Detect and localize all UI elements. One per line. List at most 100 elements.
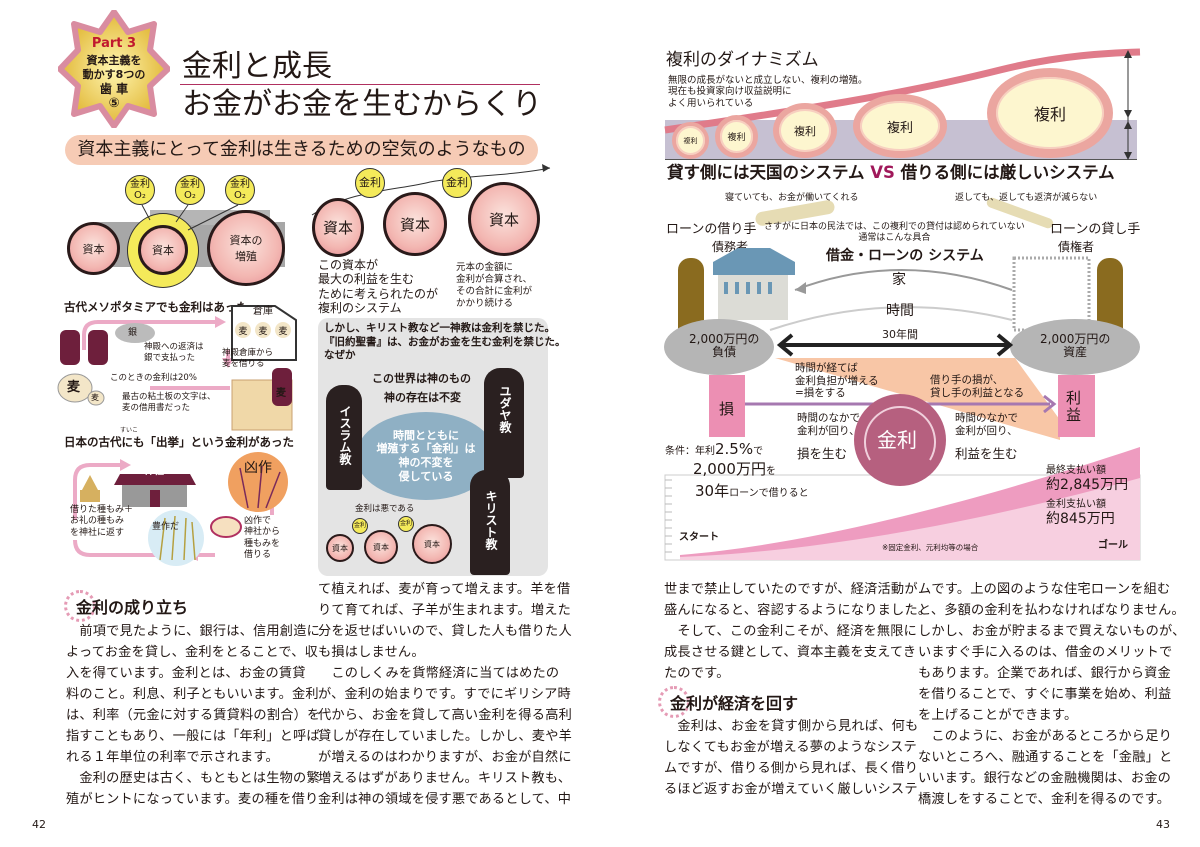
body-text-line: 貸しが存在していました。しかし、麦や羊 xyxy=(318,729,572,744)
body-text-line: 代から、お金を貸して高い金利を得る高利 xyxy=(318,708,572,723)
transfer-caption: 借り手の損が、 貸し手の利益となる xyxy=(930,374,1025,399)
condition-text: 条件：年利2.5%で 2,000万円を xyxy=(665,440,776,479)
page-number: 43 xyxy=(1156,818,1170,831)
dynamism-title: 複利のダイナミズム xyxy=(666,50,819,70)
body-text-line: いますぐ手に入るのは、借金のメリットで xyxy=(918,645,1173,660)
islam-label: イスラム教 xyxy=(338,405,352,465)
arrows-icon xyxy=(141,164,551,231)
page-title-line2: お金がお金を生むからくり xyxy=(182,87,542,122)
islam-silhouette xyxy=(326,385,362,490)
body-column: 世まで禁止していたのですが、経済活動が盛んになると、容認するようになりました。 … xyxy=(664,579,931,684)
asset-label: 2,000万円の 資産 xyxy=(1040,332,1111,360)
years-label: 30年間 xyxy=(882,328,918,341)
body-text-line: ないところへ、融通することを「金融」と xyxy=(918,750,1173,765)
condition-prefix: 条件：年利 xyxy=(665,446,715,457)
mesopotamia-heading: 古代メソポタミアでも金利はあった xyxy=(64,300,248,314)
section-heading: 金利の成り立ち xyxy=(63,590,188,622)
creditor-label: 債権者 xyxy=(1058,240,1095,254)
badge-part: Part 3 xyxy=(91,36,137,51)
repay-label: 神殿への返済は 銀で支払った xyxy=(144,342,204,363)
note-label: ※固定金利、元利均等の場合 xyxy=(882,543,979,552)
right-cycle-caption: 時間のなかで 金利が回り、 xyxy=(955,412,1018,437)
body-column: 金利は、お金を貸す側から見れば、何もしなくてもお金が増える夢のようなシステムです… xyxy=(664,716,918,800)
body-text-line: 前項で見たように、銀行は、信用創造に xyxy=(66,624,320,639)
japan-heading: 日本の古代にも「出挙」という金利があった xyxy=(64,435,294,449)
body-text-line: 指すこともあり、一般には「年利」と呼ば xyxy=(66,729,320,744)
capital-circle: 資本 xyxy=(364,530,398,564)
body-text-line: いいます。銀行などの金融機関は、お金の xyxy=(918,771,1172,786)
kinri-cycle-circle xyxy=(854,394,946,486)
body-text-line: 金利は神の領域を侵す悪であるとして、中 xyxy=(318,792,572,807)
capital-circle: 資本 xyxy=(412,524,452,564)
kinri-circle: 金利 xyxy=(442,168,472,198)
interest-label: 金利支払い額 xyxy=(1046,499,1106,510)
kinri-center-label: 金利 xyxy=(877,428,917,452)
body-text-line: りて育てれば、子羊が生まれます。増えた xyxy=(318,603,572,618)
kinri-circle: 金利 xyxy=(352,518,368,534)
house-label: 家 xyxy=(892,272,906,288)
gear-star-icon xyxy=(58,10,170,128)
kinri-o2-circle: 金利 O₂ xyxy=(225,175,255,205)
compound-bubble: 複利 xyxy=(715,115,758,158)
body-text-line: このように、お金があるところから足り xyxy=(918,729,1172,744)
borrow-seed-label: 凶作で 神社から 種もみを 借りる xyxy=(244,516,281,560)
kinri-circle: 金利 xyxy=(355,168,385,198)
vs-left: 貸す側には天国のシステム xyxy=(667,163,871,182)
wheat-bag: 麦 xyxy=(235,322,251,338)
wheat-bag: 麦 xyxy=(275,322,291,338)
body-text-line: しかし、お金が貯まるまで買えないものが、 xyxy=(918,624,1186,639)
body-text-line: 世まで禁止していたのですが、経済活動が xyxy=(664,582,918,597)
wheat-bag-label: 麦 xyxy=(67,380,81,395)
body-text-line: ムです。上の図のような住宅ローンを組む xyxy=(918,582,1171,597)
body-text-line: 橋渡しをすることで、金利を得るのです。 xyxy=(918,792,1171,807)
final-value: 約2,845万円 xyxy=(1046,477,1129,493)
system-title: 借金・ローンの システム xyxy=(826,248,984,264)
body-text-line: を上げることができます。 xyxy=(918,708,1078,723)
vs-mark: VS xyxy=(870,163,895,182)
compound-caption-sub: 元本の金額に 金利が合算され、 その合計に金利が かかり続ける xyxy=(456,262,533,309)
body-text-line: と、多額の金利を払わなければなりません。 xyxy=(918,603,1185,618)
body-text-line: を借りることで、すぐに事業を始め、利益 xyxy=(918,687,1172,702)
kinri-circle: 金利 xyxy=(398,516,414,532)
capital-circle: 資本 xyxy=(312,198,364,257)
kinri-o2-circle: 金利 O₂ xyxy=(175,175,205,205)
body-text-line: 増えるはずがありません。キリスト教も、 xyxy=(318,771,572,786)
interest-value: 約845万円 xyxy=(1046,511,1115,527)
borrower-label: ローンの借り手 xyxy=(666,222,757,237)
compound-caption: この資本が 最大の利益を生む ために考えられたのが 複利のシステム xyxy=(318,258,439,316)
return-seed-label: 借りた種もみ＋ お礼の種もみ を神社に返す xyxy=(70,505,134,538)
body-text-line: しなくてもお金が増える夢のようなシステ xyxy=(664,740,917,755)
capital-circle: 資本 xyxy=(67,222,120,275)
loan-diagram xyxy=(664,248,1141,561)
rate-label: このときの金利は20% xyxy=(110,373,197,383)
silver-label: 銀 xyxy=(128,328,138,338)
body-text-line: 入を得ています。金利とは、お金の賃貸 xyxy=(66,666,306,681)
capital-growth-circle: 資本の 増殖 xyxy=(207,210,285,286)
page-number: 42 xyxy=(32,818,46,831)
house-roof-icon xyxy=(713,248,795,275)
religion-heading: しかし、キリスト教など一神教は金利を禁じた。 『旧約聖書』は、お金がお金を生む金… xyxy=(324,322,566,362)
judaism-label: ユダヤ教 xyxy=(498,385,512,433)
world-label: この世界は神のもの xyxy=(372,372,471,385)
goal-label: ゴール xyxy=(1098,540,1128,551)
house-icon xyxy=(718,275,788,320)
repaying-caption: 返しても、返しても返済が減らない xyxy=(955,193,1098,203)
body-text-line: は、利率（元金に対する賃貸料の割合）を xyxy=(66,708,321,723)
left-cycle-caption: 時間のなかで 金利が回り、 xyxy=(797,412,860,437)
condition-suffix: ローンで借りると xyxy=(729,488,809,499)
body-text-line: 成長させる鍵として、資本主義を支えてき xyxy=(664,645,917,660)
condition-years-line: 30年ローンで借りると xyxy=(695,482,809,501)
condition-suffix: で xyxy=(753,446,764,457)
body-text-line: 金利の歴史は古く、もともとは生物の繁 xyxy=(66,771,320,786)
body-column: 前項で見たように、銀行は、信用創造によってお金を貸し、金利をとることで、収入を得… xyxy=(66,621,320,810)
body-text-line: 料のこと。利息、利子ともいいます。金利 xyxy=(66,687,319,702)
body-column: ムです。上の図のような住宅ローンを組むと、多額の金利を払わなければなりません。し… xyxy=(918,579,1185,810)
time-label: 時間 xyxy=(886,303,914,319)
compound-bubble: 複利 xyxy=(672,122,709,159)
right-result: 利益を生む xyxy=(955,446,1018,461)
body-text-line: もあります。企業であれば、銀行から資金 xyxy=(918,666,1171,681)
sleeping-caption: 寝ていても、お金が働いてくれる xyxy=(725,193,859,203)
condition-years: 30年 xyxy=(695,482,730,500)
capital-circle: 資本 xyxy=(468,182,540,256)
body-text-line: そして、この金利こそが、経済を無限に xyxy=(664,624,918,639)
